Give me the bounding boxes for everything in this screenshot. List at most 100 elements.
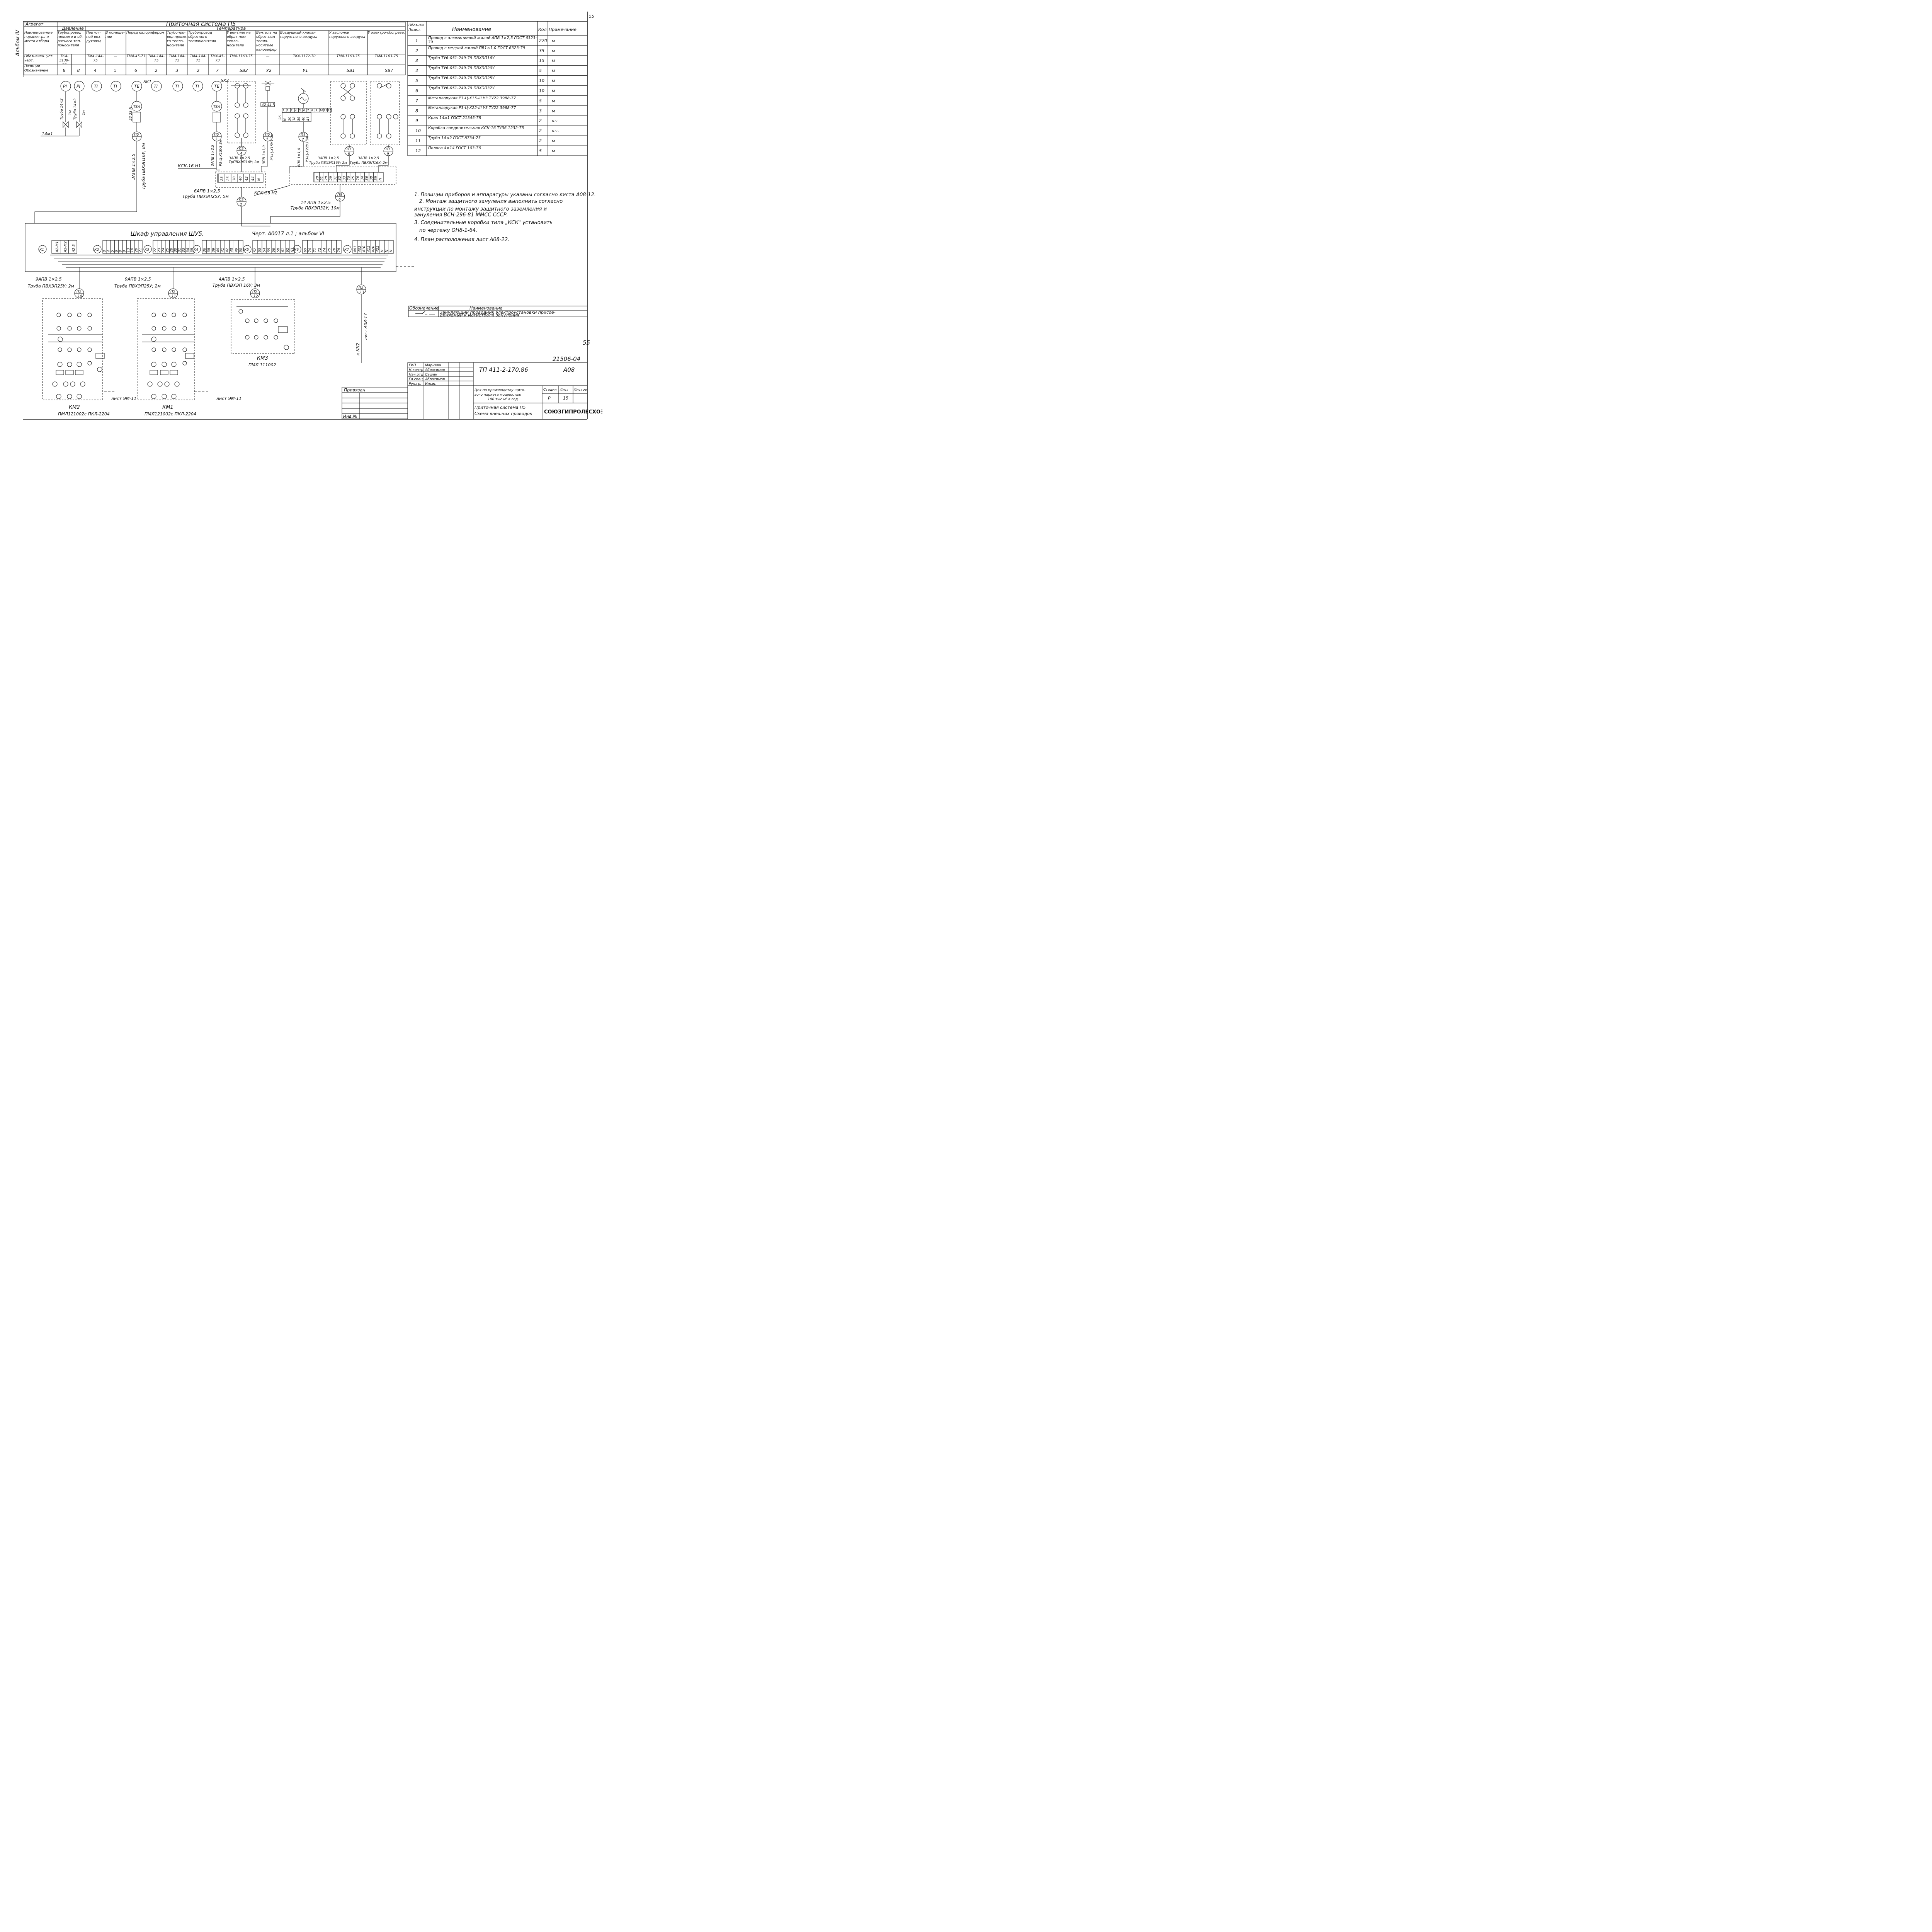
spec-row-name: Труба ТУ6-051-249-79 ПВХЭП16У	[428, 56, 495, 60]
svg-text:32: 32	[338, 176, 342, 180]
tsa-sensor-1	[131, 91, 142, 131]
title-role: ГИП	[409, 364, 416, 367]
w12-label-b: Труба ПВХЭП 16У; 3м	[213, 283, 260, 288]
agg-col-name: Приточ-ной воз-духовод	[86, 31, 101, 43]
aggregate-table	[24, 22, 406, 75]
instrument-bubble: TI	[192, 81, 203, 92]
svg-text:39: 39	[212, 248, 216, 252]
svg-text:П5: П5	[239, 147, 244, 151]
svg-text:61: 61	[281, 248, 285, 252]
valve-actuator-y2	[260, 80, 275, 131]
svg-text:9: 9	[315, 109, 317, 112]
svg-text:20: 20	[316, 176, 320, 180]
agg-col-name: У заслонки наружного воздуха	[329, 31, 365, 39]
agg-col-name: У электро-обогрева.	[368, 31, 405, 35]
svg-text:49: 49	[235, 248, 238, 252]
w8-label-b: Труба ПВХЭП16У; 2м	[309, 161, 347, 165]
svg-text:411: 411	[367, 246, 371, 252]
svg-text:58: 58	[277, 248, 281, 252]
spec-row-qty: 5	[539, 68, 542, 73]
note-line: 2. Монтаж защитного зануления выполнить …	[419, 199, 563, 204]
svg-text:420: 420	[371, 246, 375, 252]
svg-text:8: 8	[311, 109, 313, 112]
agg-hdr-system: Приточная система П5	[166, 20, 236, 27]
spec-row-name: Труба ТУ6-051-249-79 ПВХЭП25У	[428, 76, 495, 80]
title-stage: Р	[548, 396, 551, 401]
spec-row-num: 3	[415, 58, 418, 63]
agg-col-design: ТМ4-1163-75	[375, 54, 398, 58]
svg-text:5: 5	[111, 250, 115, 252]
agg-col-pos: SB7	[385, 68, 393, 73]
pipe1-label: Труба 14×2	[60, 99, 64, 120]
p5-8-marker: П58	[344, 146, 354, 156]
spec-hdr-note: Примечание	[549, 27, 577, 32]
note-line: 4. План расположения лист А08-22.	[414, 237, 509, 243]
spec-row-unit: м	[552, 88, 555, 93]
agg-col-pos: У1	[303, 68, 308, 73]
svg-text:8: 8	[119, 250, 122, 252]
svg-text:25: 25	[226, 176, 230, 181]
title-role: Нач.отд	[409, 373, 423, 377]
kk2-ref: лист А08-17	[363, 313, 368, 340]
spec-hdr-pos-2: Позиц.	[408, 28, 421, 32]
agg-hdr-name: Наименова-ние парамет-ра и место отбора	[24, 31, 53, 43]
spec-row-name: Провод с медной жилой ПВ1×1,0 ГОСТ 6323-…	[428, 46, 525, 50]
svg-text:26: 26	[279, 115, 282, 120]
title-mark: А08	[563, 366, 575, 373]
w4-label-b: ТрПВХЭП16У; 2м	[229, 160, 259, 164]
w9-wire	[378, 156, 389, 172]
svg-text:39: 39	[297, 116, 301, 121]
w5-wire	[261, 141, 268, 172]
svg-text:3: 3	[103, 250, 107, 252]
agg-col-pos: SB2	[240, 68, 248, 73]
sk2-label: SK2	[221, 78, 229, 83]
spec-row-num: 2	[415, 48, 418, 53]
w10-label-b: Труба ПВХЭП25У; 2м	[28, 284, 74, 289]
aggregate-table-columns: Трубопровод прямого и об-ратного теп-лон…	[58, 31, 405, 73]
spec-row-name: Коробка соединительная КСК-16 ТУ36.1232-…	[428, 126, 524, 130]
svg-text:62: 62	[286, 248, 290, 252]
spec-row-num: 7	[415, 98, 418, 103]
w3-label-a: 3АПВ 1×2,5	[211, 145, 215, 166]
km2-type: ПМЛ121002с ПКЛ-2204	[58, 412, 110, 417]
svg-text:TE: TE	[134, 84, 139, 89]
agg-col-design: ТМ4-144-75	[148, 54, 165, 63]
svg-text:N: N	[283, 118, 287, 121]
svg-text:54: 54	[263, 248, 267, 252]
agg-col-pos: 8	[77, 68, 80, 73]
p5-3-marker: П53	[212, 131, 222, 141]
svg-text:16: 16	[131, 248, 134, 252]
title-role-name: Мариева	[425, 364, 441, 367]
w11-label-a: 9АПВ 1×2,5	[125, 277, 151, 282]
svg-text:П5: П5	[134, 133, 139, 137]
svg-text:75: 75	[328, 248, 332, 252]
agg-col-pos: 4	[94, 68, 97, 73]
note-line: 1. Позиции приборов и аппаратуры указаны…	[414, 192, 596, 198]
ksk2-leader	[254, 185, 290, 196]
spec-row-qty: 35	[539, 48, 544, 53]
agg-col-name: Вентиль на обрат-ном тепло-носителе кало…	[256, 31, 277, 52]
w6-wire-bottom	[270, 202, 340, 223]
spec-row-name: Кран 14м1 ГОСТ 21345-78	[428, 116, 481, 120]
legend-line-1: Зануляющий проводник электроустановки пр…	[440, 310, 556, 315]
agg-col-name: Перед калорифером	[126, 31, 164, 35]
spec-row-num: 1	[415, 38, 418, 43]
svg-text:TI: TI	[113, 84, 117, 89]
agg-col-name: Трубопровод обратного теплоносителя	[188, 31, 216, 43]
svg-text:25: 25	[166, 248, 170, 252]
svg-text:402: 402	[358, 246, 362, 252]
agg-col-pos: 8	[63, 68, 66, 73]
svg-text:N: N	[257, 178, 261, 181]
svg-text:N: N	[389, 250, 393, 252]
svg-text:4: 4	[240, 152, 242, 156]
legend-hdr-designation: Обозначение	[409, 306, 439, 311]
w1-label-b: Труба ПВХЭП16У; 8м	[141, 143, 146, 189]
legend-line-2: диняемый к магистрали зануления	[439, 313, 519, 318]
p5-9-marker: П59	[383, 146, 393, 156]
w7-label-a: 6ПВ 1×1,0	[298, 148, 301, 167]
